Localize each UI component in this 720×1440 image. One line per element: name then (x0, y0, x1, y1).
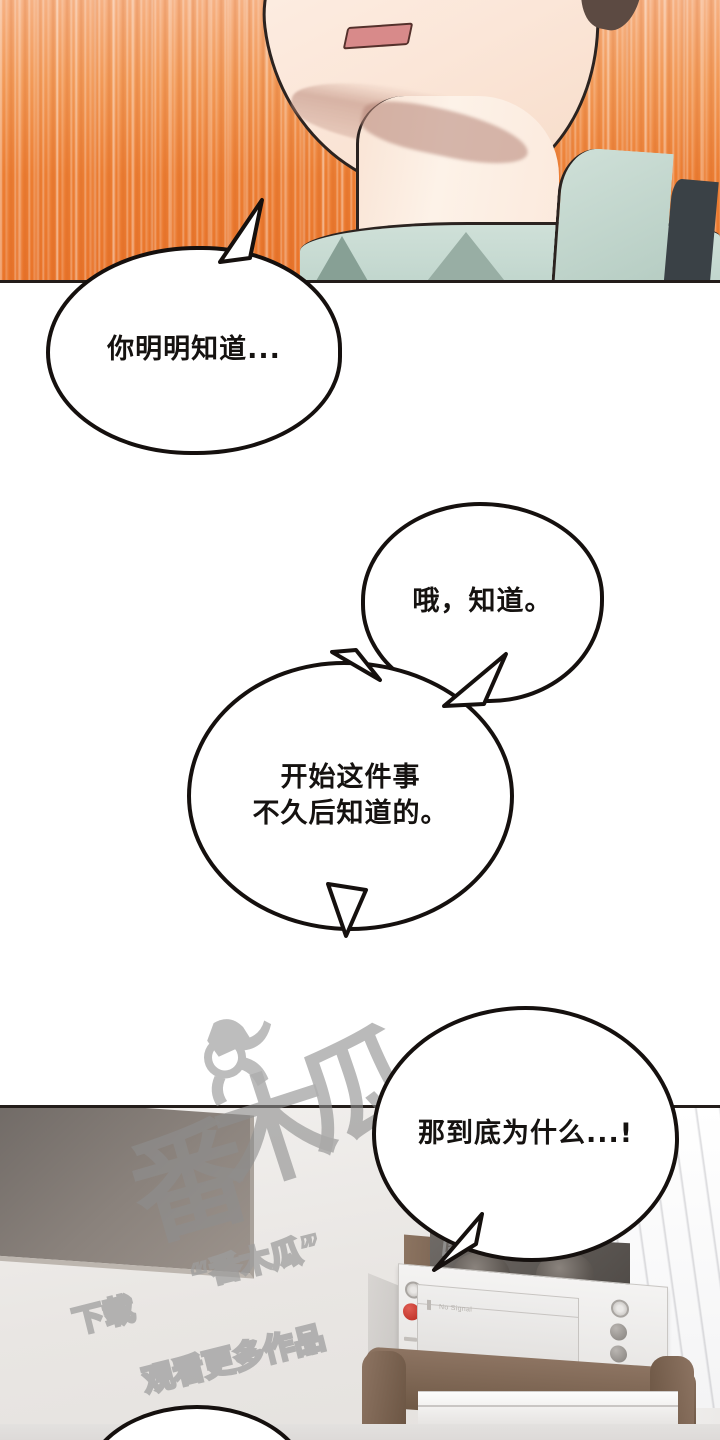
shirt-collar-left (312, 236, 372, 283)
speech-bubble-2: 哦，知道。 (361, 502, 604, 703)
bubble-3-tail-upper (440, 648, 512, 710)
panel-1-border (0, 280, 720, 283)
speech-bubble-2-text: 哦，知道。 (412, 586, 553, 618)
speech-bubble-3-line-1: 开始这件事 (280, 761, 421, 793)
window-sill-groove (418, 1405, 678, 1407)
speech-bubble-1: 你明明知道... (46, 246, 342, 455)
receiver-knob-right-1[interactable] (610, 1322, 627, 1342)
speech-bubble-4-text: 那到底为什么...! (417, 1117, 634, 1149)
panel-1 (0, 0, 720, 283)
speech-bubble-1-text: 你明明知道... (107, 334, 281, 366)
no-signal-icon (427, 1299, 431, 1311)
receiver-slot (404, 1336, 417, 1342)
bubble-4-tail (426, 1210, 492, 1276)
speech-bubble-3-line-2: 不久后知道的。 (252, 798, 449, 829)
speech-bubble-3-text: 开始这件事 不久后知道的。 (239, 760, 463, 833)
receiver-knob-right-2[interactable] (610, 1344, 627, 1364)
receiver-knob-top-right[interactable] (611, 1298, 629, 1319)
shirt-collar-right (551, 146, 674, 283)
shirt-collar-middle (420, 232, 512, 283)
bubble-3-tail-lower (316, 880, 378, 940)
bubble-1-tail (210, 196, 280, 268)
bubble-2-tail (330, 646, 386, 688)
television-screen (0, 1108, 254, 1279)
speech-bubble-4: 那到底为什么...! (372, 1006, 679, 1262)
shirt-collar-shadow (663, 178, 719, 283)
